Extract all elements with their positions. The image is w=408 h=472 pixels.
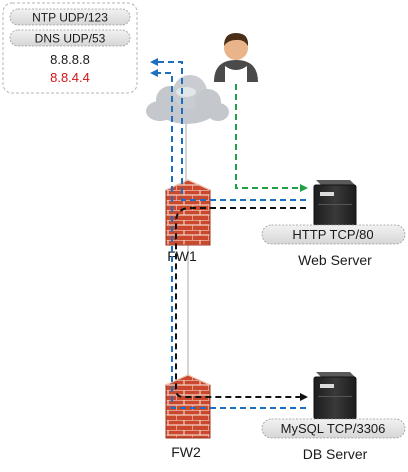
blue-flow-web-to-internet bbox=[150, 58, 306, 201]
internet-cloud-icon bbox=[146, 75, 229, 124]
fw2-label: FW2 bbox=[171, 444, 201, 460]
dns-label: DNS UDP/53 bbox=[35, 32, 106, 46]
db-service-label: MySQL TCP/3306 bbox=[281, 421, 386, 436]
web-service-pill: HTTP TCP/80 bbox=[261, 224, 406, 245]
black-flow-web-to-db bbox=[175, 207, 308, 401]
web-server-icon bbox=[313, 180, 357, 228]
web-server-label: Web Server bbox=[298, 252, 372, 268]
ip-primary: 8.8.8.8 bbox=[50, 52, 90, 67]
db-server-icon bbox=[313, 372, 357, 420]
blue-flow-db-to-internet bbox=[150, 69, 306, 409]
dns-info-box: NTP UDP/123 DNS UDP/53 8.8.8.8 8.8.4.4 bbox=[2, 2, 138, 94]
green-flow-user-to-web bbox=[235, 84, 308, 192]
ip-secondary: 8.8.4.4 bbox=[50, 70, 90, 85]
ntp-pill bbox=[9, 8, 131, 26]
ntp-label: NTP UDP/123 bbox=[32, 11, 108, 25]
user-icon bbox=[214, 33, 258, 82]
firewall-fw2-icon bbox=[165, 374, 211, 439]
dns-pill bbox=[9, 29, 131, 47]
db-service-pill: MySQL TCP/3306 bbox=[261, 418, 406, 439]
web-service-label: HTTP TCP/80 bbox=[292, 227, 373, 242]
fw1-label: FW1 bbox=[167, 248, 197, 264]
db-server-label: DB Server bbox=[303, 446, 368, 462]
